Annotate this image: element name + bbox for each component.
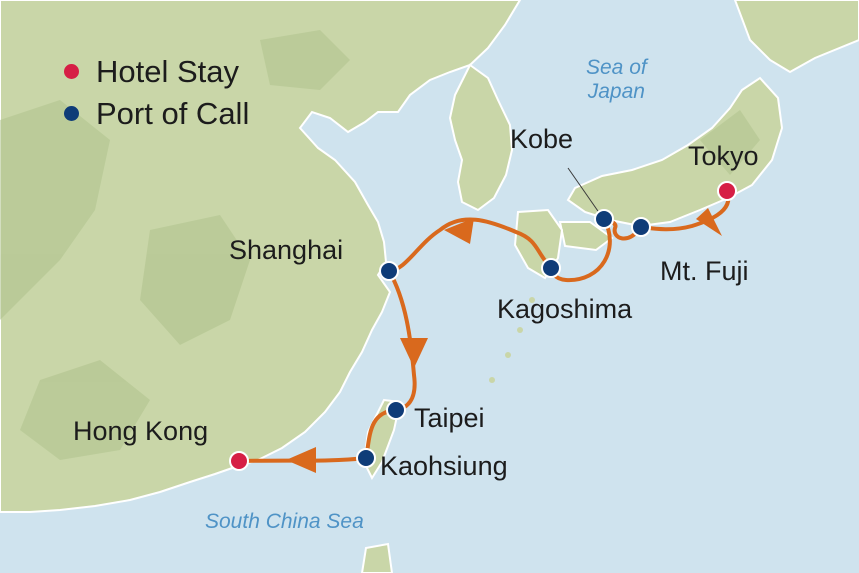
- route-tokyo-fuji: [639, 190, 731, 232]
- japan-hokkaido: [733, 0, 859, 74]
- ryukyu-islands: [489, 297, 535, 383]
- label-taipei: Taipei: [414, 403, 485, 433]
- arrow-tokyo: [696, 208, 722, 236]
- japan-shikoku: [558, 221, 614, 252]
- arrow-shanghai: [400, 338, 428, 368]
- port-of-call-dot-icon: [64, 106, 79, 121]
- label-kaohsiung: Kaohsiung: [380, 451, 508, 481]
- legend-port-label: Port of Call: [96, 96, 250, 131]
- legend-hotel-label: Hotel Stay: [96, 54, 240, 89]
- legend-port-of-call: Port of Call: [64, 98, 249, 129]
- label-shanghai: Shanghai: [229, 235, 344, 265]
- terrain-shading: [0, 30, 760, 460]
- marker-taipei: [386, 400, 406, 420]
- sea-of-japan-line2: Japan: [587, 80, 645, 104]
- label-tokyo: Tokyo: [688, 141, 759, 171]
- korean-peninsula: [448, 63, 514, 212]
- route-arrows: [286, 208, 722, 473]
- legend-hotel-stay: Hotel Stay: [64, 56, 239, 87]
- arrow-kagoshima: [444, 218, 474, 244]
- sea-of-japan-label: Sea of Japan: [586, 56, 647, 104]
- marker-shanghai: [379, 261, 399, 281]
- label-mt-fuji: Mt. Fuji: [660, 256, 749, 286]
- marker-tokyo: [717, 181, 737, 201]
- marker-kobe: [594, 209, 614, 229]
- marker-kaohsiung: [356, 448, 376, 468]
- label-kagoshima: Kagoshima: [497, 294, 633, 324]
- arrow-kaohsiung: [286, 447, 316, 473]
- marker-mt-fuji: [631, 217, 651, 237]
- luzon-tip: [360, 542, 394, 573]
- marker-hong-kong: [229, 451, 249, 471]
- sea-of-japan-line1: Sea of: [586, 56, 647, 79]
- label-kobe: Kobe: [510, 124, 574, 154]
- hotel-stay-dot-icon: [64, 64, 79, 79]
- kobe-leader-line: [567, 167, 601, 215]
- marker-kagoshima: [541, 258, 561, 278]
- south-china-sea-label: South China Sea: [205, 510, 364, 533]
- stop-markers: [229, 181, 737, 471]
- label-hong-kong: Hong Kong: [73, 416, 209, 446]
